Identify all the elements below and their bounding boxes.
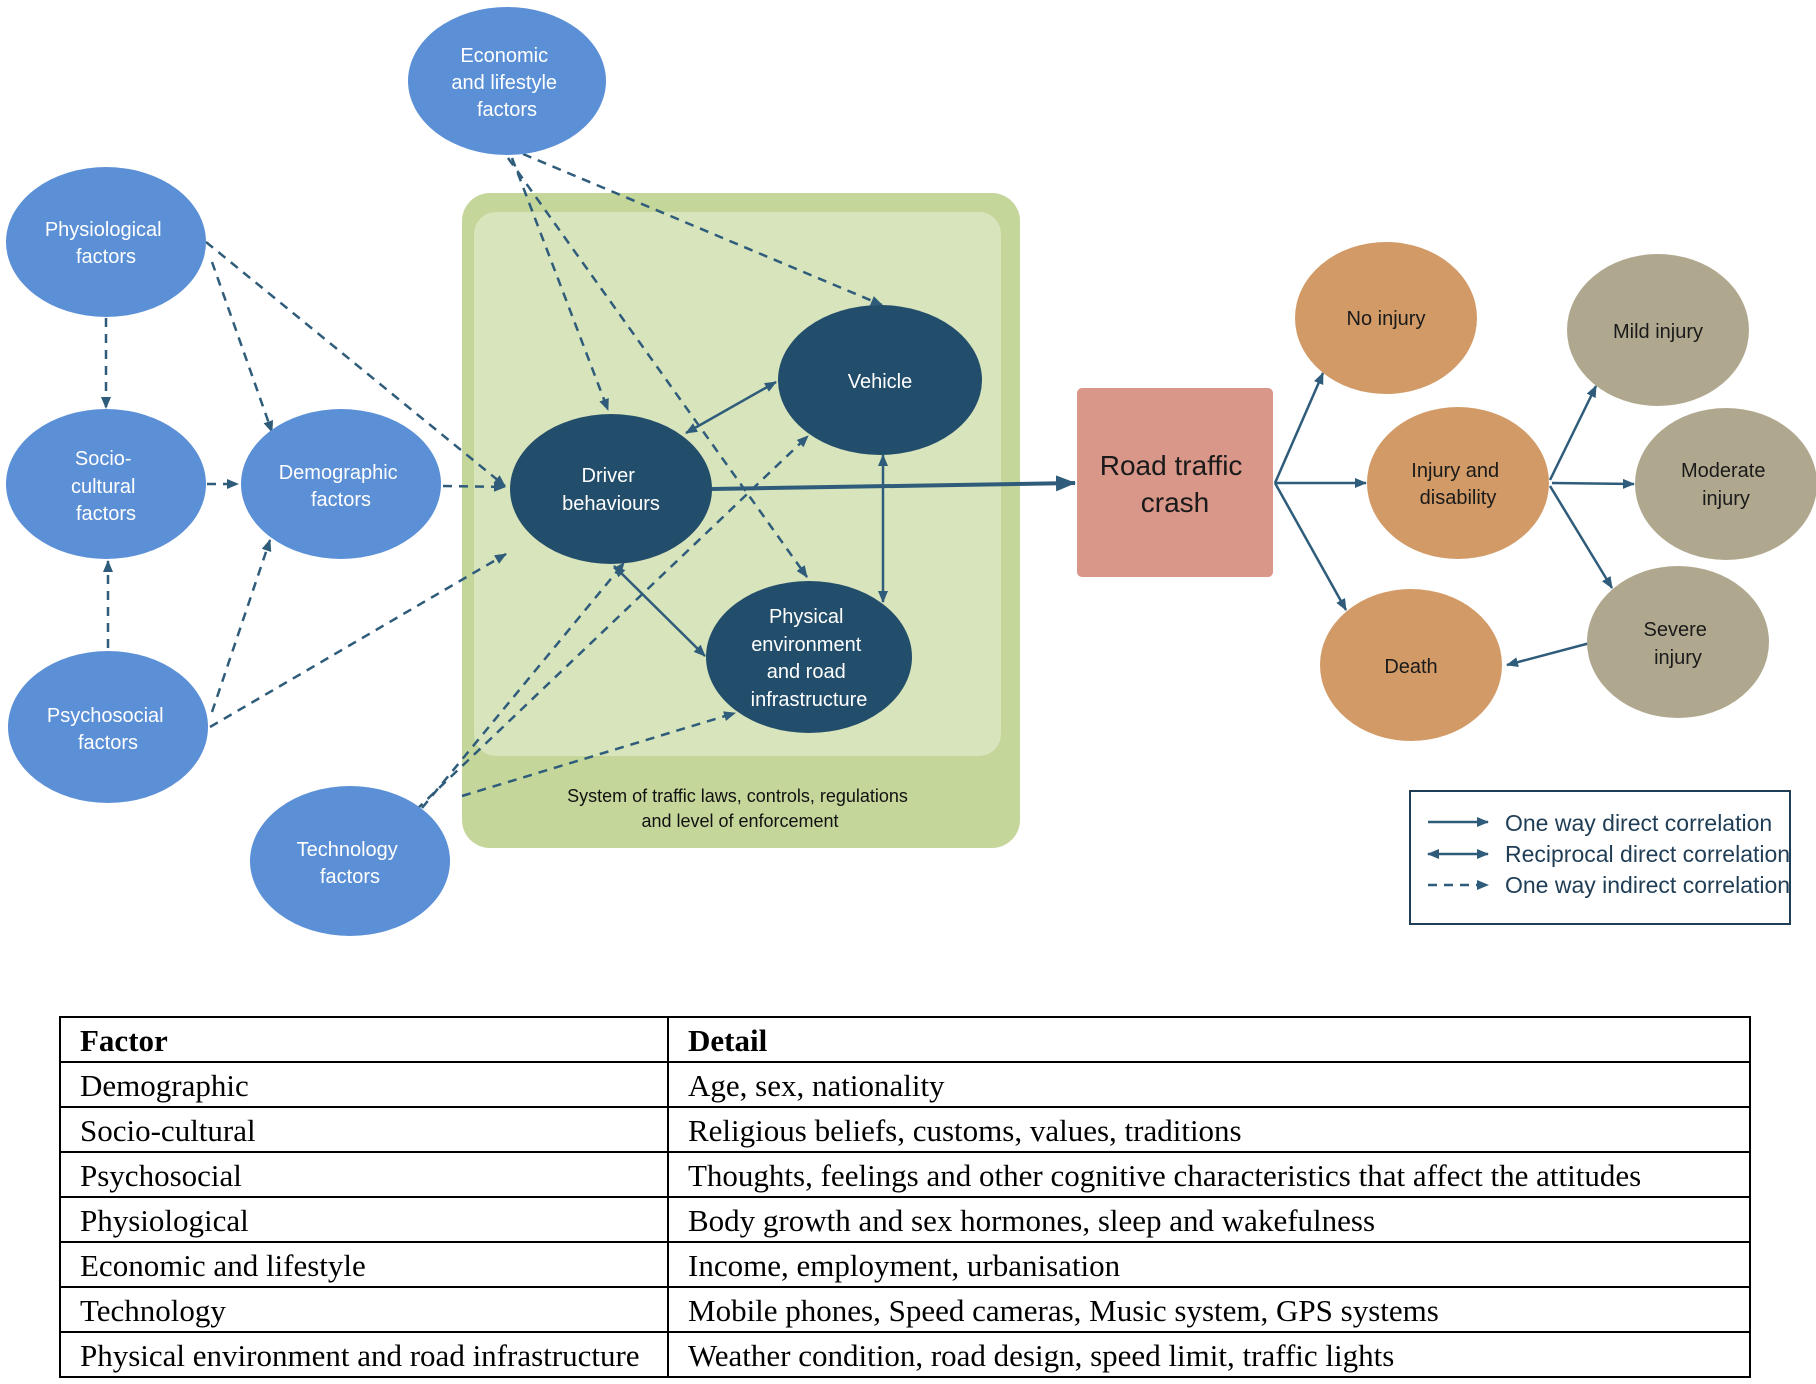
svg-text:Mild injury: Mild injury	[1613, 321, 1703, 343]
node-no-injury: No injury	[1295, 242, 1477, 394]
arrow-psycho-driver	[209, 552, 507, 729]
arrow-crash-noinjury	[1273, 372, 1325, 484]
arrow-driver-crash	[711, 475, 1076, 492]
svg-text:Technology factors: Technology factors	[297, 839, 404, 888]
node-injury-disability: Injury and disability	[1367, 407, 1549, 559]
arrow-driver-vehicle	[685, 380, 777, 435]
table-row: Physiological Body growth and sex hormon…	[59, 1196, 1751, 1243]
node-road-traffic-crash: Road traffic crash	[1077, 388, 1273, 577]
node-physical-environment: Physical environment and road infrastruc…	[706, 581, 912, 733]
table-row: Demographic Age, sex, nationality	[59, 1061, 1751, 1108]
svg-text:Moderate injury: Moderate injury	[1681, 460, 1771, 510]
node-severe-injury: Severe injury	[1587, 566, 1769, 718]
table-row: Socio-cultural Religious beliefs, custom…	[59, 1106, 1751, 1153]
svg-text:No injury: No injury	[1347, 308, 1426, 330]
detail-cell: Age, sex, nationality	[667, 1061, 1751, 1108]
node-demographic: Demographic factors	[241, 409, 441, 559]
legend-reciprocal-direct: Reciprocal direct correlation	[1505, 841, 1790, 867]
arrow-tech-vehicle	[415, 435, 809, 811]
svg-text:Severe injury: Severe injury	[1644, 619, 1713, 669]
arrow-econ-physenv	[506, 157, 809, 578]
arrow-psycho-demo	[210, 539, 272, 713]
legend: One way direct correlation Reciprocal di…	[1409, 790, 1791, 925]
node-physiological: Physiological factors	[6, 167, 206, 317]
table-row: Economic and lifestyle Income, employmen…	[59, 1241, 1751, 1288]
arrow-demo-driver	[442, 481, 506, 492]
node-driver-behaviours: Driver behaviours	[510, 414, 712, 564]
factor-diagram: System of traffic laws, controls, regula…	[6, 7, 1816, 936]
svg-text:Physical environment: Physical environment and road infrastruc…	[751, 606, 868, 711]
factor-cell: Demographic	[59, 1061, 669, 1108]
table-row: Technology Mobile phones, Speed cameras,…	[59, 1286, 1751, 1333]
node-death: Death	[1320, 589, 1502, 741]
table-header-row: Factor Detail	[59, 1016, 1751, 1063]
arrow-physio-demo	[210, 261, 274, 433]
detail-cell: Mobile phones, Speed cameras, Music syst…	[667, 1286, 1751, 1333]
legend-one-way-direct: One way direct correlation	[1505, 810, 1772, 836]
factor-cell: Economic and lifestyle	[59, 1241, 669, 1288]
arrow-physio-driver	[205, 241, 506, 487]
detail-cell: Weather condition, road design, speed li…	[667, 1331, 1751, 1378]
svg-text:Demographic factors: Demographic factors	[279, 462, 404, 511]
factor-cell: Psychosocial	[59, 1151, 669, 1198]
arrow-injury-moderate	[1551, 478, 1635, 489]
node-mild-injury: Mild injury	[1567, 254, 1749, 406]
svg-text:Physiological factors: Physiological factors	[45, 219, 167, 268]
system-label: System of traffic laws, controls, regula…	[567, 786, 913, 831]
table-row: Psychosocial Thoughts, feelings and othe…	[59, 1151, 1751, 1198]
arrow-severe-death	[1506, 641, 1591, 668]
svg-text:Road traffic crash: Road traffic crash	[1100, 450, 1250, 518]
detail-cell: Income, employment, urbanisation	[667, 1241, 1751, 1288]
header-factor: Factor	[59, 1016, 669, 1063]
table-row: Physical environment and road infrastruc…	[59, 1331, 1751, 1378]
node-vehicle: Vehicle	[778, 305, 982, 455]
factor-cell: Physiological	[59, 1196, 669, 1243]
detail-cell: Religious beliefs, customs, values, trad…	[667, 1106, 1751, 1153]
arrow-econ-vehicle	[522, 152, 883, 307]
indirect-arrows	[101, 152, 883, 811]
svg-text:Vehicle: Vehicle	[848, 371, 913, 393]
arrow-econ-driver	[510, 157, 610, 411]
detail-cell: Thoughts, feelings and other cognitive c…	[667, 1151, 1751, 1198]
legend-one-way-indirect: One way indirect correlation	[1505, 872, 1790, 898]
node-moderate-injury: Moderate injury	[1635, 408, 1816, 560]
detail-cell: Body growth and sex hormones, sleep and …	[667, 1196, 1751, 1243]
arrow-injury-mild	[1548, 385, 1598, 481]
arrow-injury-severe	[1548, 485, 1614, 589]
factor-cell: Physical environment and road infrastruc…	[59, 1331, 669, 1378]
svg-text:Death: Death	[1384, 656, 1437, 678]
node-economic: Economic and lifestyle factors	[408, 7, 606, 155]
node-technology: Technology factors	[250, 786, 450, 936]
factor-cell: Technology	[59, 1286, 669, 1333]
node-psychosocial: Psychosocial factors	[8, 651, 208, 803]
arrow-tech-driver	[421, 562, 625, 809]
arrow-driver-physenv	[613, 565, 706, 657]
node-socio-cultural: Socio- cultural factors	[6, 409, 206, 559]
factor-table: Factor Detail Demographic Age, sex, nati…	[59, 1016, 1751, 1378]
factor-cell: Socio-cultural	[59, 1106, 669, 1153]
svg-text:Economic and lifestyle: Economic and lifestyle factors	[451, 45, 562, 121]
header-detail: Detail	[667, 1016, 1751, 1063]
svg-text:Injury and disability: Injury and disability	[1411, 460, 1504, 509]
svg-text:Psychosocial factors: Psychosocial factors	[47, 705, 169, 754]
svg-text:Driver behaviours: Driver behaviours	[562, 465, 660, 515]
direct-arrows	[613, 372, 1635, 668]
svg-text:Socio- cultural fa: Socio- cultural factors	[71, 448, 141, 525]
arrow-crash-death	[1273, 482, 1348, 611]
